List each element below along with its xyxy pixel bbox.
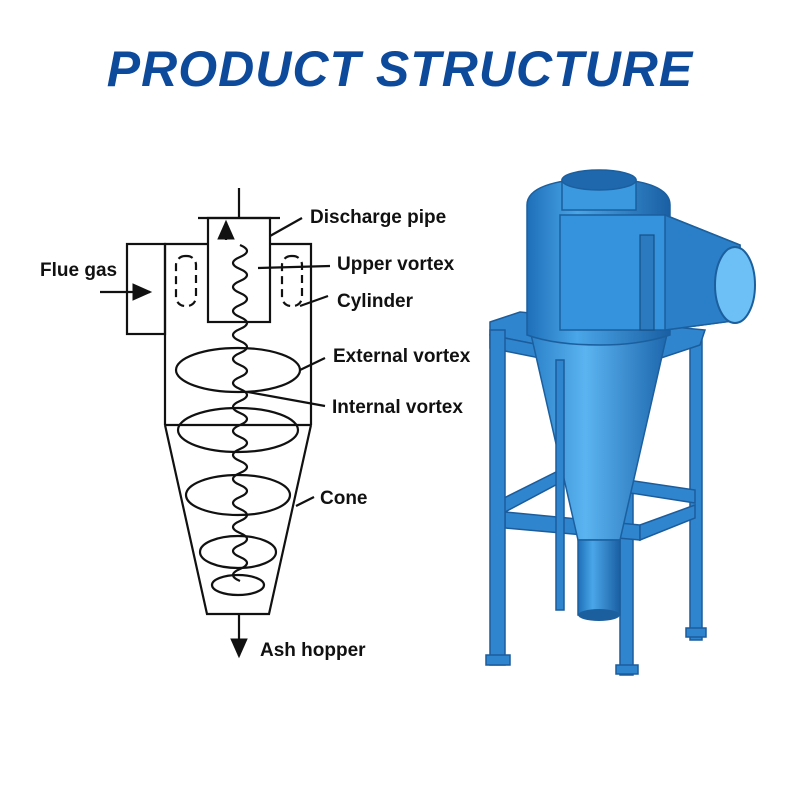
label-internal-vortex: Internal vortex (332, 397, 463, 418)
label-discharge-pipe: Discharge pipe (310, 207, 446, 228)
label-ash-hopper: Ash hopper (260, 640, 366, 661)
label-flue-gas: Flue gas (40, 260, 117, 281)
inlet-opening (714, 246, 756, 324)
label-cone: Cone (320, 488, 368, 509)
page-title: PRODUCT STRUCTURE (106, 41, 694, 97)
label-upper-vortex: Upper vortex (337, 254, 455, 275)
label-external-vortex: External vortex (333, 346, 471, 367)
dust-outlet (577, 539, 621, 616)
cone-body (529, 329, 669, 541)
label-cylinder: Cylinder (337, 291, 414, 312)
